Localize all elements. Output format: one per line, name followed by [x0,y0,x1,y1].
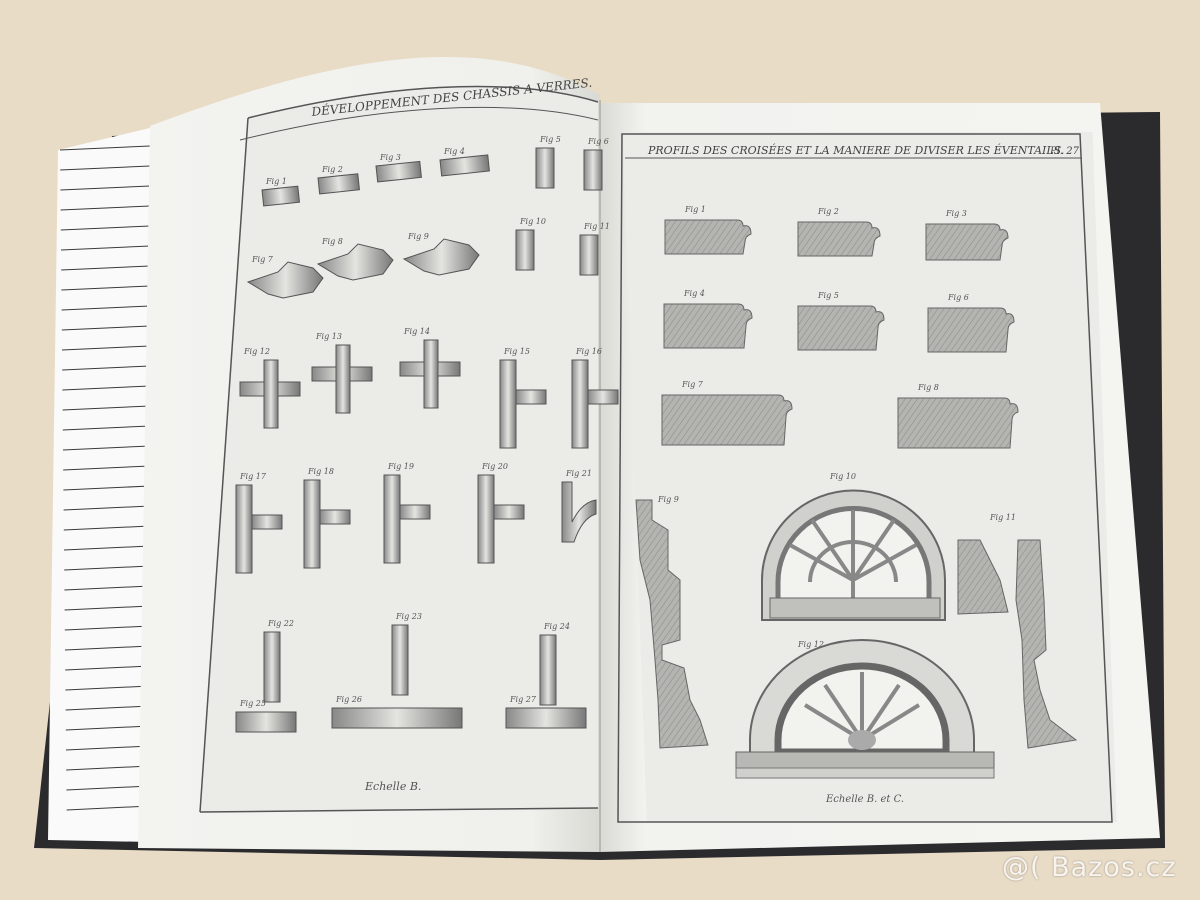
right-figure-8: Fig 8 [897,383,1019,449]
figure-label: Fig 22 [267,619,294,628]
figure-label: Fig 7 [681,380,704,389]
figure-label: Fig 8 [917,383,939,392]
fanlight-upper [761,489,946,621]
right-plate: PROFILS DES CROISÉES ET LA MANIERE DE DI… [617,132,1117,823]
figure-label: Fig 4 [443,147,465,156]
left-figure-3: Fig 3 [375,153,422,183]
right-figure-1: Fig 1 [664,205,752,255]
figure-label: Fig 3 [945,209,967,218]
figure-label: Fig 15 [503,347,530,356]
figure-label: Fig 7 [251,255,274,264]
left-figure-15: Fig 15 [499,347,547,449]
left-figure-6: Fig 6 [583,137,609,191]
plate-number: Pl. 27 [1049,146,1080,157]
left-figure-23: Fig 23 [391,612,422,696]
left-figure-22: Fig 22 [263,619,294,703]
figure-label: Fig 17 [239,472,267,481]
figure-label: Fig 23 [395,612,422,621]
figure-label: Fig 14 [403,327,430,336]
figure-label: Fig 2 [817,207,839,216]
figure-label: Fig 4 [683,289,705,298]
right-figure-9: Fig 9 [657,495,679,504]
figure-label: Fig 27 [509,695,537,704]
left-plate: DÉVELOPPEMENT DES CHASSIS A VERRES. Fig … [199,75,619,813]
right-plate-title: PROFILS DES CROISÉES ET LA MANIERE DE DI… [647,143,1064,157]
figure-label: Fig 2 [321,165,343,174]
right-figure-2: Fig 2 [797,207,881,257]
left-figure-27: Fig 27 [505,695,587,729]
left-plate-scale: Echelle B. [364,780,421,793]
left-figure-13: Fig 13 [311,332,373,414]
figure-label: Fig 12 [797,640,824,649]
left-figure-14: Fig 14 [399,327,461,409]
figure-label: Fig 6 [587,137,609,146]
sash-profile-right [1015,539,1078,749]
figure-label: Fig 10 [829,472,856,481]
figure-label: Fig 6 [947,293,969,302]
figure-label: Fig 21 [565,469,592,478]
left-figure-12: Fig 12 [239,347,301,429]
left-figure-8: Fig 8 [316,237,394,281]
left-figure-4: Fig 4 [439,147,490,177]
watermark: @( Bazos.cz [1002,852,1177,883]
left-figure-25: Fig 25 [235,699,297,733]
right-figure-12: Fig 12 [797,640,824,649]
mullion-profile [957,539,1009,615]
figure-label: Fig 19 [387,462,414,471]
sash-profile-left [635,499,709,749]
left-figure-24: Fig 24 [539,622,570,706]
figure-label: Fig 12 [243,347,270,356]
left-figure-20: Fig 20 [477,462,525,564]
right-figure-7: Fig 7 [661,380,793,446]
right-figure-4: Fig 4 [663,289,753,349]
left-figure-18: Fig 18 [303,467,351,569]
figure-label: Fig 13 [315,332,342,341]
figure-label: Fig 26 [335,695,362,704]
figure-label: Fig 24 [543,622,570,631]
left-figure-21: Fig 21 [561,469,597,543]
left-figure-2: Fig 2 [317,165,361,195]
figure-label: Fig 1 [265,177,287,186]
figure-label: Fig 1 [684,205,706,214]
figure-label: Fig 11 [583,222,610,231]
figure-label: Fig 11 [989,513,1016,522]
figure-label: Fig 20 [481,462,508,471]
left-figure-1: Fig 1 [261,177,301,207]
left-figure-16: Fig 16 [571,347,619,449]
left-figure-10: Fig 10 [515,217,546,271]
figure-label: Fig 5 [817,291,839,300]
figure-label: Fig 18 [307,467,334,476]
right-figure-5: Fig 5 [797,291,885,351]
right-figure-6: Fig 6 [927,293,1015,353]
figure-label: Fig 3 [379,153,401,162]
figure-label: Fig 16 [575,347,602,356]
figure-label: Fig 10 [519,217,546,226]
left-figure-11: Fig 11 [579,222,610,276]
left-figure-9: Fig 9 [402,232,480,276]
figure-label: Fig 9 [407,232,429,241]
left-figure-19: Fig 19 [383,462,431,564]
right-figure-10: Fig 10 [829,472,856,481]
right-figure-11: Fig 11 [989,513,1016,522]
figure-label: Fig 9 [657,495,679,504]
left-figure-26: Fig 26 [331,695,463,729]
right-figure-3: Fig 3 [925,209,1009,261]
figure-label: Fig 25 [239,699,266,708]
left-figure-17: Fig 17 [235,472,283,574]
fanlight-lower [735,639,995,779]
figure-label: Fig 8 [321,237,343,246]
page-edges [48,128,150,842]
right-plate-scale: Echelle B. et C. [825,794,904,805]
figure-label: Fig 5 [539,135,561,144]
left-figure-7: Fig 7 [246,255,324,299]
left-figure-5: Fig 5 [535,135,561,189]
